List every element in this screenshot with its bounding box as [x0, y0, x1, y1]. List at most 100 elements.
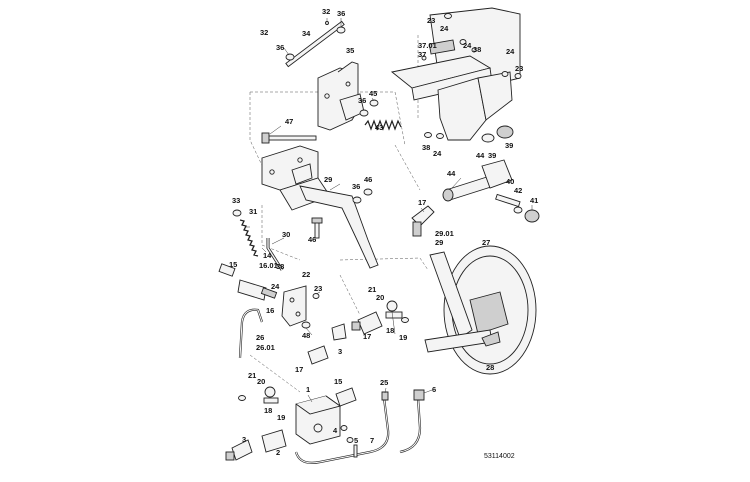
nut-4: [340, 425, 348, 431]
callout-38-a: 38: [473, 45, 481, 54]
callout-30: 30: [282, 230, 290, 239]
fitting-17-b: [351, 311, 383, 335]
callout-26-01: 26.01: [256, 343, 275, 352]
callout-37: 37: [418, 50, 426, 59]
callout-15-b: 15: [334, 377, 342, 386]
callout-45: 45: [369, 89, 377, 98]
bolt-23-right: [514, 73, 522, 79]
callout-22: 22: [302, 270, 310, 279]
bolt-23-c: [312, 293, 320, 299]
callout-29: 29: [324, 175, 332, 184]
bracket-35: [317, 61, 365, 131]
spring-43: [364, 119, 402, 131]
bolt-46-b: [311, 217, 323, 239]
clamp-20-b: [263, 386, 279, 404]
callout-25: 25: [380, 378, 388, 387]
callout-32: 32: [260, 28, 268, 37]
callout-29-b: 29: [435, 238, 443, 247]
callout-23-tr: 23: [427, 16, 435, 25]
washer-24-a: [459, 39, 467, 45]
callout-24-b: 24: [433, 149, 442, 158]
elbow-3-b: [225, 439, 253, 461]
callout-17-b: 17: [363, 332, 371, 341]
callout-24-tr: 24: [440, 24, 449, 33]
callout-26: 26: [256, 333, 264, 342]
callout-7: 7: [370, 436, 374, 445]
washer-33: [232, 209, 242, 217]
pin-34: [285, 20, 346, 68]
callout-6: 6: [432, 385, 436, 394]
callout-5: 5: [354, 436, 358, 445]
elbow-3-a: [331, 323, 347, 341]
callout-36-top: 36: [337, 9, 345, 18]
nozzle-15-b: [335, 387, 357, 407]
fitting-17-c: [307, 345, 329, 365]
callout-38-b: 38: [422, 143, 430, 152]
callout-48: 48: [302, 331, 310, 340]
callout-21-a: 21: [368, 285, 376, 294]
callout-36-c: 36: [352, 182, 360, 191]
callout-2: 2: [276, 448, 280, 457]
callout-41: 41: [530, 196, 538, 205]
washer-36-c: [352, 196, 362, 204]
callout-39-a: 39: [488, 151, 496, 160]
washer-24-right: [501, 71, 509, 77]
screw-7: [353, 444, 358, 458]
callout-14: 14: [263, 251, 272, 260]
callout-44-b: 44: [447, 169, 456, 178]
nozzle-16: [218, 263, 278, 301]
callout-17-a: 17: [418, 198, 426, 207]
frame-37: [390, 7, 521, 141]
washer-36-left: [285, 53, 295, 61]
nut-45: [369, 99, 379, 107]
callout-23-right: 23: [515, 64, 523, 73]
valve-body-1: [295, 395, 342, 445]
callout-36-mid: 36: [358, 96, 366, 105]
rod-30: [266, 238, 284, 271]
connector-6: [413, 389, 425, 401]
fitting-2: [261, 429, 287, 453]
clamp-20-a: [385, 300, 403, 319]
washer-5: [346, 437, 354, 443]
callout-28: 28: [486, 363, 494, 372]
callout-16-01: 16.01: [259, 261, 278, 270]
callout-38-c: 38: [276, 262, 284, 271]
washer-48: [301, 321, 311, 329]
callout-1: 1: [306, 385, 310, 394]
stop-39-a: [481, 125, 514, 143]
callout-33: 33: [232, 196, 240, 205]
clip-28: [481, 331, 501, 347]
callout-19-a: 19: [399, 333, 407, 342]
nut-19-a: [401, 317, 409, 323]
nut-21-b: [238, 395, 246, 401]
plate-22: [281, 285, 307, 327]
callout-39-b: 39: [505, 141, 513, 150]
hose-26: [238, 308, 264, 359]
drawing-reference-number: 53114002: [484, 453, 515, 460]
callout-3-a: 3: [338, 347, 342, 356]
callout-44-a: 44: [476, 151, 485, 160]
callout-19-b: 19: [277, 413, 285, 422]
leader-lines: [246, 18, 533, 403]
washer-36-top: [336, 26, 346, 34]
callout-43: 43: [375, 123, 383, 132]
callout-labels: 32 36 32 34 36 35 45 36 47 43 23 24 37.0…: [229, 7, 538, 457]
callout-29-01: 29.01: [435, 229, 454, 238]
callout-24-c: 24: [271, 282, 280, 291]
callout-46-b: 46: [308, 235, 316, 244]
callout-17-c: 17: [295, 365, 303, 374]
wire-harness: [294, 397, 422, 464]
callout-21-b: 21: [248, 371, 256, 380]
callout-3-b: 3: [242, 435, 246, 444]
washer-24-b: [436, 133, 444, 139]
adjuster-assembly: [442, 159, 540, 223]
callout-24-a: 24: [463, 41, 472, 50]
callout-24-right: 24: [506, 47, 515, 56]
nut-38-b: [424, 132, 432, 138]
lever-arm-29: [261, 145, 379, 269]
callout-15-a: 15: [229, 260, 237, 269]
callout-27: 27: [482, 238, 490, 247]
callout-37-01: 37.01: [418, 41, 437, 50]
callout-47: 47: [285, 117, 293, 126]
